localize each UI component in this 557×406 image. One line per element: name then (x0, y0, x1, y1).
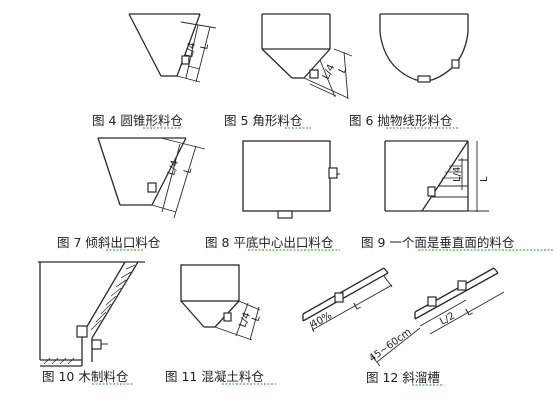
fig5-sample-port (309, 69, 319, 79)
fig10-wooden-bin (38, 261, 145, 367)
fig11-label-l: L (250, 314, 262, 323)
fig11-label-l4: L/4 (237, 311, 253, 329)
fig7-caption: 图 7 倾斜出口料仓 (57, 235, 161, 250)
fig11-sample-port (223, 312, 232, 322)
fig12-label-l2: L/2 (438, 311, 457, 328)
fig9-label-l: L (479, 176, 490, 182)
fig4-label-l: L (199, 42, 211, 50)
fig12-label-range: 45~60cm (367, 327, 413, 365)
fig12-left-sample-port (334, 292, 344, 303)
fig5-label-l4: L/4 (321, 63, 338, 82)
fig6-parabolic-bin (379, 13, 469, 83)
fig5-angular-bin: L/4 L (261, 13, 353, 100)
fig7-label-l4: L/4 (166, 159, 181, 177)
fig12-right-sample-port-2 (457, 280, 467, 291)
fig4-conical-bin: L/4 L (128, 13, 217, 83)
fig6-outlet (417, 75, 431, 83)
fig11-concrete-bin: L/4 L (180, 264, 263, 341)
fig12-label-l-left: L (352, 300, 363, 313)
fig12-inclined-chutes: 40% L L/2 L 45~60cm (302, 267, 505, 367)
fig5-caption: 图 5 角形料仓 (224, 113, 303, 128)
fig4-label-l4: L/4 (184, 41, 198, 58)
fig10-sample-port (76, 325, 88, 338)
fig7-inclined-outlet-bin: L/4 L (97, 137, 206, 219)
fig8-caption: 图 8 平底中心出口料仓 (205, 235, 334, 250)
fig4-caption: 图 4 圆锥形料仓 (92, 113, 183, 128)
fig5-label-l: L (337, 65, 350, 75)
fig9-vertical-wall-bin: L/4 L (384, 140, 490, 212)
fig10-caption: 图 10 木制料仓 (42, 369, 129, 384)
fig6-sample-port (451, 59, 460, 69)
fig7-sample-port (147, 182, 157, 193)
fig12-right-sample-port-1 (427, 296, 437, 307)
fig8-sample-port (328, 167, 338, 179)
fig6-caption: 图 6 抛物线形料仓 (349, 113, 453, 128)
fig12-caption: 图 12 斜溜槽 (366, 370, 440, 385)
fig8-outlet (277, 210, 293, 219)
fig11-caption: 图 11 混凝土料仓 (165, 369, 264, 384)
fig9-sample-port (427, 186, 436, 197)
fig9-label-l4: L/4 (452, 167, 463, 182)
fig8-flat-bottom-bin (242, 140, 340, 219)
fig12-label-l-right: L (464, 306, 475, 319)
fig7-label-l: L (182, 166, 194, 175)
fig4-sample-port (181, 55, 190, 65)
fig9-caption: 图 9 一个面是垂直面的料仓 (361, 235, 515, 250)
fig12-label-pct: 40% (309, 310, 334, 330)
